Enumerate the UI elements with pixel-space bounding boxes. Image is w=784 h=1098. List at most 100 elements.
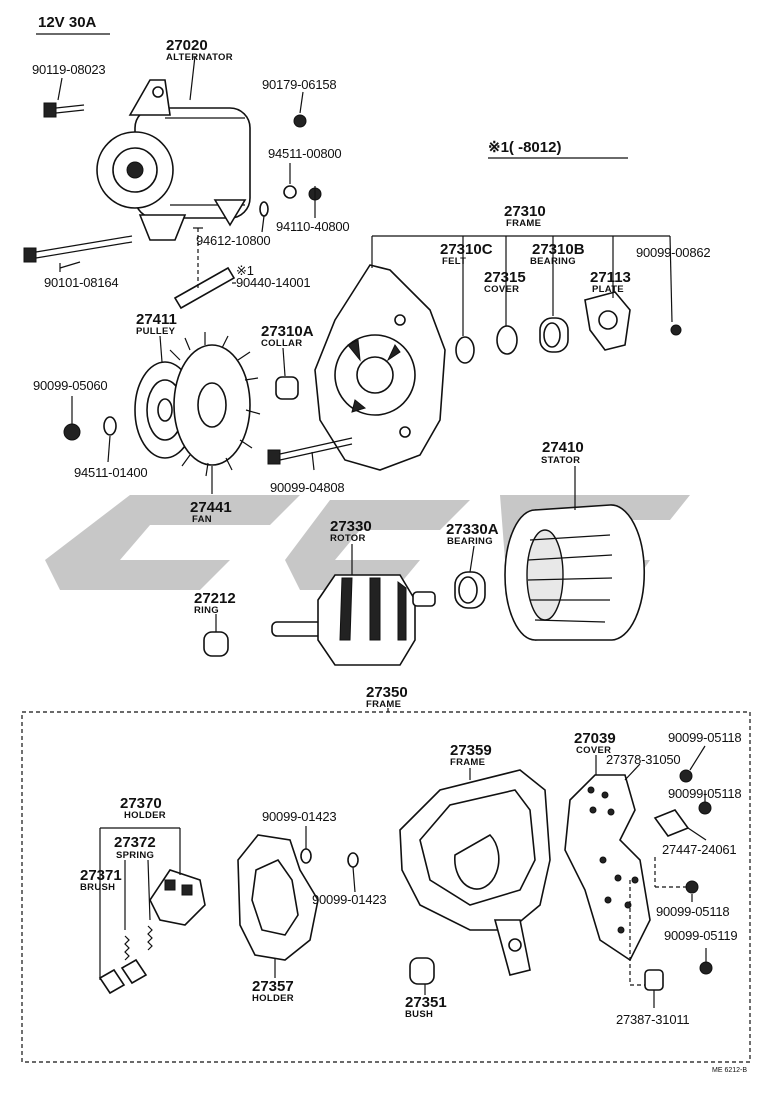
label-27387-31011: 27387-31011	[616, 1012, 689, 1027]
label-90119-08023: 90119-08023	[32, 62, 105, 77]
holder-27357-drawing	[237, 834, 319, 961]
label-27370-num: 27370	[120, 795, 162, 812]
stator-27410-drawing	[504, 504, 646, 641]
frame-27310-drawing	[314, 264, 446, 471]
label-27411-name: PULLEY	[136, 326, 176, 337]
label-27350-name: FRAME	[366, 699, 401, 710]
label-27113-num: 27113	[590, 269, 631, 286]
alternator-drawing	[96, 79, 251, 241]
label-27410-name: STATOR	[541, 455, 580, 466]
label-27310A-num: 27310A	[261, 323, 314, 340]
label-90099-01423-b: 90099-01423	[312, 892, 386, 907]
nut-90099-05118-b	[698, 801, 712, 815]
bush-27351	[409, 957, 435, 985]
felt-27310C	[455, 336, 475, 364]
label-27310-name: FRAME	[506, 218, 541, 229]
label-27315-num: 27315	[484, 269, 526, 286]
leader-lines-bottom	[99, 745, 707, 1008]
label-27441-name: FAN	[192, 514, 212, 525]
label-27212-num: 27212	[194, 590, 236, 607]
label-27310-num: 27310	[504, 203, 546, 220]
label-27351-num: 27351	[405, 994, 447, 1011]
bolt-90099-04808	[267, 437, 353, 465]
label-27212-name: RING	[194, 605, 219, 616]
label-27378-31050: 27378-31050	[606, 752, 680, 767]
label-90099-00862: 90099-00862	[636, 245, 710, 260]
label-94612-10800: 94612-10800	[196, 233, 270, 248]
label-27039-num: 27039	[574, 730, 616, 747]
washer-94612	[259, 201, 269, 217]
frame-27350-box	[21, 711, 751, 1063]
label-90099-05118-b: 90099-05118	[668, 786, 741, 801]
ring-27212	[203, 631, 229, 657]
label-27020-name: ALTERNATOR	[166, 52, 233, 63]
label-27310C-name: FELT	[442, 256, 466, 267]
drawing-code: ME 6212-B	[712, 1067, 747, 1074]
label-27315-name: COVER	[484, 284, 519, 295]
label-90099-05119: 90099-05119	[664, 928, 737, 943]
label-27350-num: 27350	[366, 684, 408, 701]
label-27330A-num: 27330A	[446, 521, 499, 538]
springs-27372	[124, 925, 153, 961]
label-94511-01400: 94511-01400	[74, 465, 147, 480]
label-27357-num: 27357	[252, 978, 294, 995]
label-27330A-name: BEARING	[447, 536, 493, 547]
cover-27315	[496, 325, 518, 355]
nut-90099-05118-a	[679, 769, 693, 783]
rotor-27330-drawing	[271, 574, 436, 666]
note-label: ※1( -8012)	[488, 139, 561, 156]
label-90099-04808: 90099-04808	[270, 480, 344, 495]
label-90099-05118-a: 90099-05118	[668, 730, 741, 745]
washer-90099-01423-a	[300, 848, 312, 864]
label-90101-08164: 90101-08164	[44, 275, 118, 290]
nut-90099-05119	[699, 961, 713, 975]
label-27372-num: 27372	[114, 834, 156, 851]
label-27441-num: 27441	[190, 499, 232, 516]
holder-27370-drawing	[149, 869, 206, 926]
washer-94511-01400	[103, 416, 117, 436]
bearing-27330A	[454, 571, 486, 609]
pin-90440	[173, 227, 236, 310]
bearing-27310B	[539, 317, 569, 353]
washer-90099-01423-b	[347, 852, 359, 868]
fan-27441-drawing	[169, 332, 261, 477]
label-90099-05118-c: 90099-05118	[656, 904, 729, 919]
label-94110-40800: 94110-40800	[276, 219, 349, 234]
label-27330-num: 27330	[330, 518, 372, 535]
label-27357-name: HOLDER	[252, 993, 294, 1004]
label-27310B-name: BEARING	[530, 256, 576, 267]
label-27370-name: HOLDER	[124, 810, 166, 821]
label-90179-06158: 90179-06158	[262, 77, 336, 92]
label-27310A-name: COLLAR	[261, 338, 302, 349]
nut-90099-05060	[63, 423, 81, 441]
label-27371-name: BRUSH	[80, 882, 115, 893]
leader-lines-top	[57, 55, 673, 632]
label-94511-00800: 94511-00800	[268, 146, 341, 161]
label-27351-name: BUSH	[405, 1009, 433, 1020]
collar-27310A	[275, 376, 299, 400]
label-27371-num: 27371	[80, 867, 122, 884]
label-27039-name: COVER	[576, 745, 611, 756]
label-27411-num: 27411	[136, 311, 177, 328]
cover-27039-drawing	[564, 774, 651, 962]
nut-90179	[293, 114, 307, 128]
washer-94511	[283, 185, 297, 199]
label-27310B-num: 27310B	[532, 241, 585, 258]
bolt-90119	[43, 102, 85, 118]
screw-90099-00862	[670, 324, 682, 336]
nut-90099-05118-c	[685, 880, 699, 894]
terminal-27447	[653, 809, 690, 837]
label-27113-name: PLATE	[592, 284, 624, 295]
label-27359-name: FRAME	[450, 757, 485, 768]
label-90099-01423-a: 90099-01423	[262, 809, 336, 824]
brushes-27371	[98, 958, 148, 995]
label-27372-name: SPRING	[116, 850, 154, 861]
part-labels: 27020 ALTERNATOR 90119-08023 90179-06158…	[32, 37, 747, 1074]
frame-27359-drawing	[399, 769, 551, 976]
bolt-90101	[23, 235, 133, 272]
label-27330-name: ROTOR	[330, 533, 366, 544]
spec-label: 12V 30A	[38, 14, 97, 31]
label-27359-num: 27359	[450, 742, 492, 759]
